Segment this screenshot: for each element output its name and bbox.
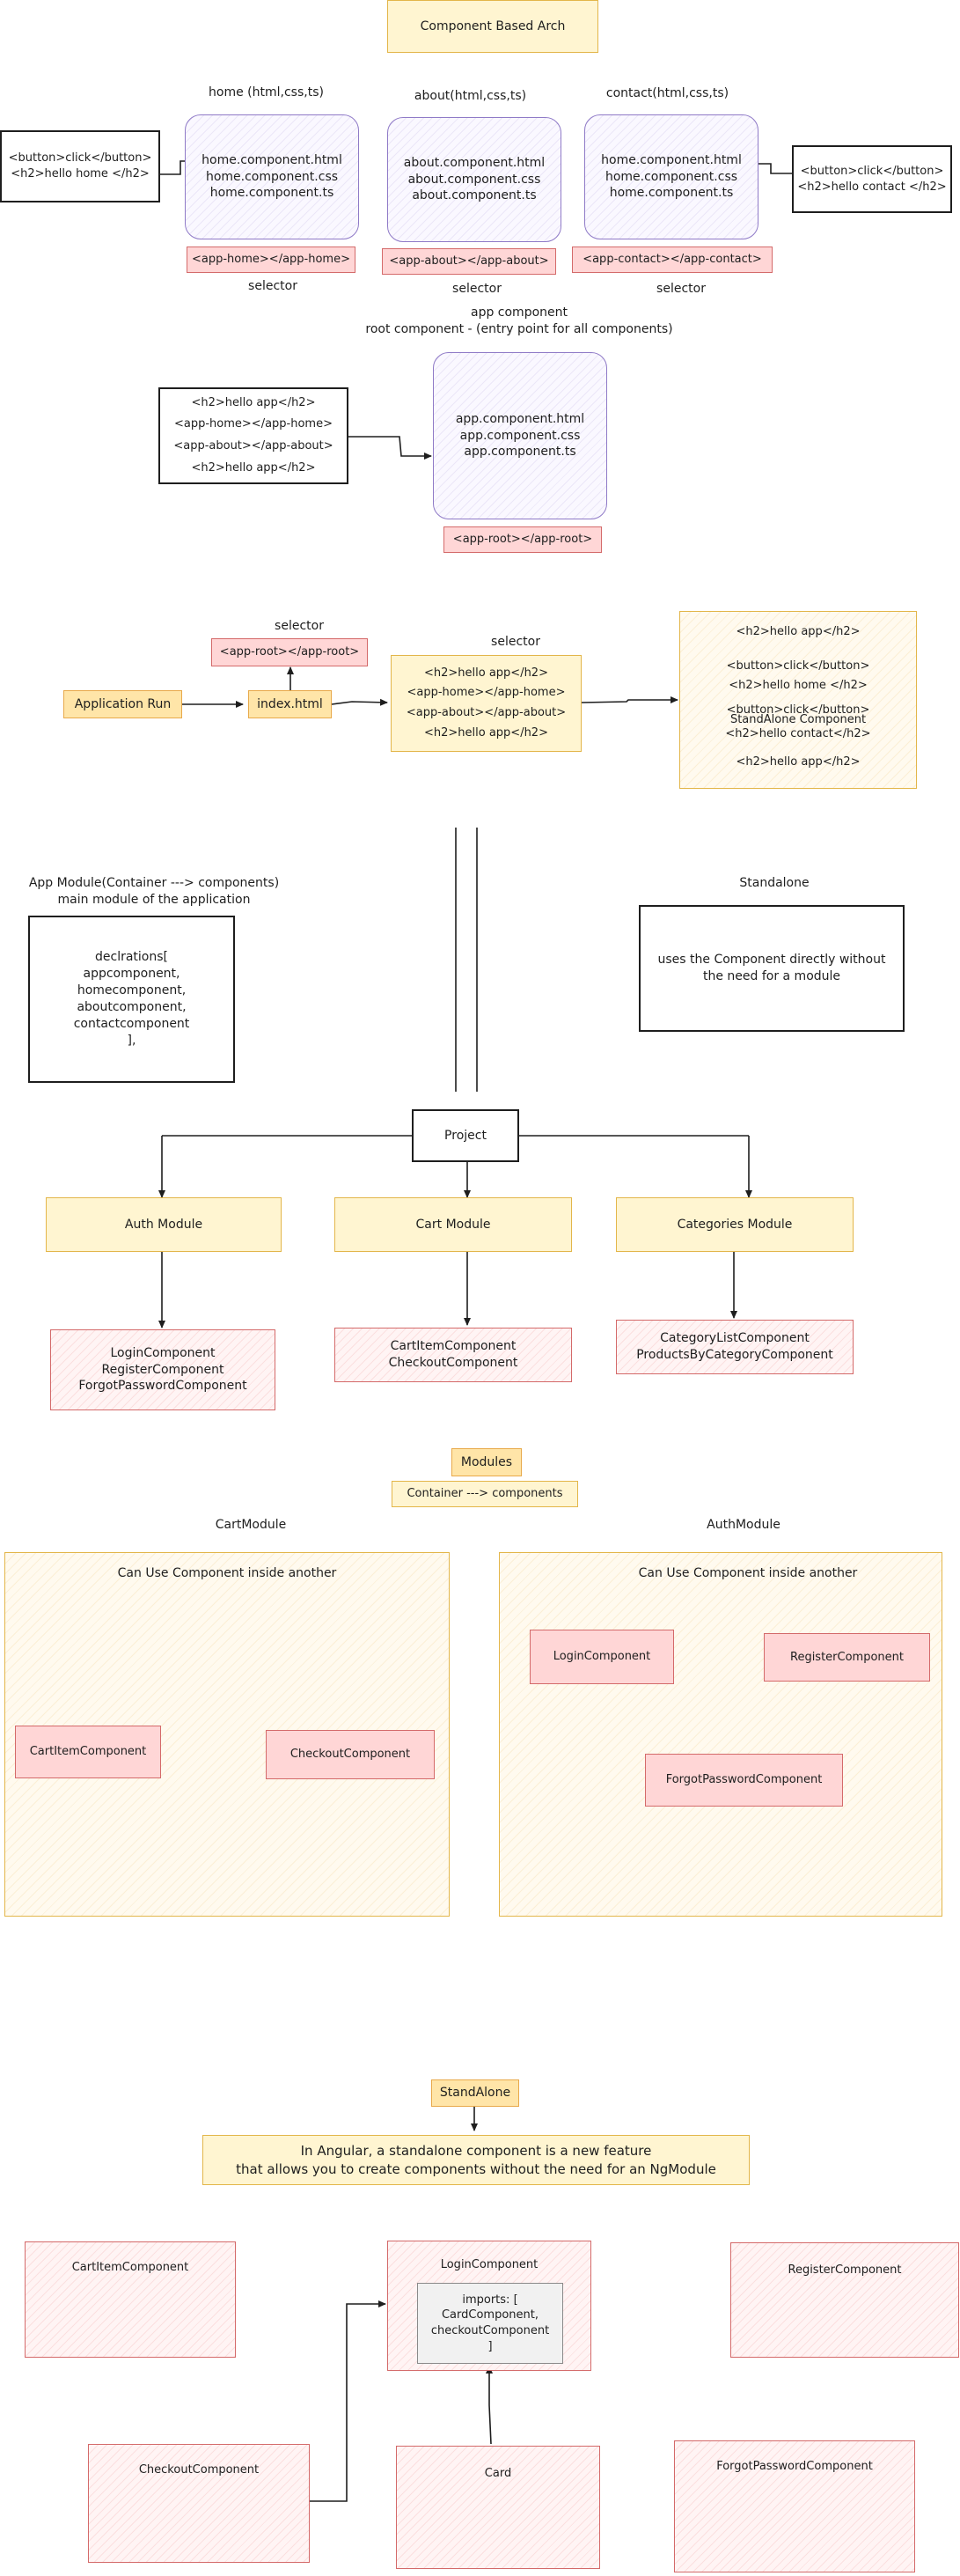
about-header: about(html,css,ts): [414, 89, 527, 103]
standalone-header: Standalone: [739, 876, 810, 890]
rendered-output-box: <h2>hello app</h2> <button>click</button…: [679, 611, 917, 789]
home-component-box: home.component.html home.component.css h…: [185, 114, 359, 239]
index-html-box: index.html: [248, 690, 332, 718]
categories-module-box: Categories Module: [616, 1197, 854, 1252]
standalone-card-box: Card: [396, 2446, 600, 2569]
categories-components-box: CategoryListComponent ProductsByCategory…: [616, 1320, 854, 1374]
standalone-register-box: RegisterComponent: [730, 2242, 959, 2358]
register-component-box: RegisterComponent: [764, 1633, 930, 1682]
diagram-title: Component Based Arch: [387, 0, 598, 53]
contact-component-box: home.component.html home.component.css h…: [584, 114, 758, 239]
container-label: Container ---> components: [392, 1481, 578, 1507]
template-box: <h2>hello app</h2> <app-home></app-home>…: [391, 655, 582, 752]
arrow-app-code-to-files: [348, 436, 432, 460]
app-module-header: App Module(Container ---> components) ma…: [28, 876, 280, 907]
standalone-checkout-label: CheckoutComponent: [138, 2463, 260, 2477]
project-box: Project: [412, 1109, 519, 1162]
cart-module-label: CartModule: [215, 1518, 287, 1532]
cart-module-box: Cart Module: [334, 1197, 572, 1252]
standalone-label: StandAlone: [431, 2079, 519, 2107]
arrow-template-to-output: [581, 696, 678, 703]
about-component-box: about.component.html about.component.css…: [387, 117, 561, 242]
home-selector-tag: <app-home></app-home>: [187, 247, 355, 273]
cart-components-box: CartItemComponent CheckoutComponent: [334, 1328, 572, 1382]
standalone-forgot-label: ForgotPasswordComponent: [716, 2460, 873, 2473]
auth-module-label: AuthModule: [707, 1518, 780, 1532]
imports-box: imports: [ CardComponent, checkoutCompon…: [417, 2283, 563, 2364]
standalone-cart-item-box: CartItemComponent: [25, 2241, 236, 2358]
checkout-component-box: CheckoutComponent: [266, 1730, 435, 1779]
template-selector-label: selector: [491, 635, 540, 649]
cart-module-inside-note: Can Use Component inside another: [117, 1566, 337, 1580]
about-selector-label: selector: [452, 282, 502, 296]
output-line-6: <h2>hello contact</h2>: [725, 727, 871, 740]
auth-module-inside-note: Can Use Component inside another: [638, 1566, 858, 1580]
output-line-2: <button>click</button>: [726, 659, 870, 673]
application-run-box: Application Run: [63, 690, 182, 718]
output-line-4: <button>click</button>: [726, 703, 870, 717]
auth-module-box: Auth Module: [46, 1197, 282, 1252]
standalone-checkout-box: CheckoutComponent: [88, 2444, 310, 2563]
contact-header: contact(html,css,ts): [605, 86, 729, 100]
standalone-cart-item-label: CartItemComponent: [71, 2261, 189, 2274]
home-code-box: <button>click</button> <h2>hello home </…: [0, 130, 160, 202]
output-line-7: <h2>hello app</h2>: [736, 755, 861, 769]
arrow-checkout-to-login: [310, 2300, 386, 2502]
declarations-box: declrations[ appcomponent, homecomponent…: [28, 916, 235, 1083]
arrow-index-to-template: [331, 698, 388, 706]
standalone-register-label: RegisterComponent: [788, 2263, 902, 2277]
app-code-box: <h2>hello app</h2> <app-home></app-home>…: [158, 387, 348, 484]
about-selector-tag: <app-about></app-about>: [382, 248, 556, 275]
contact-selector-label: selector: [656, 282, 706, 296]
contact-code-box: <button>click</button> <h2>hello contact…: [792, 145, 952, 213]
home-selector-label: selector: [248, 279, 297, 293]
standalone-description: In Angular, a standalone component is a …: [202, 2135, 750, 2185]
forgot-password-component-box: ForgotPasswordComponent: [645, 1754, 843, 1807]
root-tag: <app-root></app-root>: [211, 638, 368, 666]
output-line-5: StandAlone Component: [729, 713, 867, 726]
app-component-header: app component root component - (entry po…: [365, 305, 673, 336]
standalone-forgot-box: ForgotPasswordComponent: [674, 2440, 915, 2572]
contact-selector-tag: <app-contact></app-contact>: [572, 247, 773, 273]
root-selector-label: selector: [275, 619, 324, 633]
app-root-tag: <app-root></app-root>: [443, 526, 602, 553]
app-component-box: app.component.html app.component.css app…: [433, 352, 607, 519]
output-line-1: <h2>hello app</h2>: [736, 625, 861, 638]
home-header: home (html,css,ts): [209, 85, 324, 99]
standalone-description-box: uses the Component directly without the …: [639, 905, 905, 1032]
output-line-3: <h2>hello home </h2>: [729, 679, 868, 692]
standalone-login-label: LoginComponent: [440, 2258, 539, 2271]
auth-module-container: Can Use Component inside another: [499, 1552, 942, 1917]
standalone-card-label: Card: [484, 2467, 512, 2480]
auth-components-box: LoginComponent RegisterComponent ForgotP…: [50, 1329, 275, 1410]
modules-label: Modules: [451, 1448, 522, 1476]
cart-item-component-box: CartItemComponent: [15, 1726, 161, 1778]
login-component-box: LoginComponent: [530, 1630, 674, 1684]
arrow-card-to-imports: [486, 2366, 493, 2445]
